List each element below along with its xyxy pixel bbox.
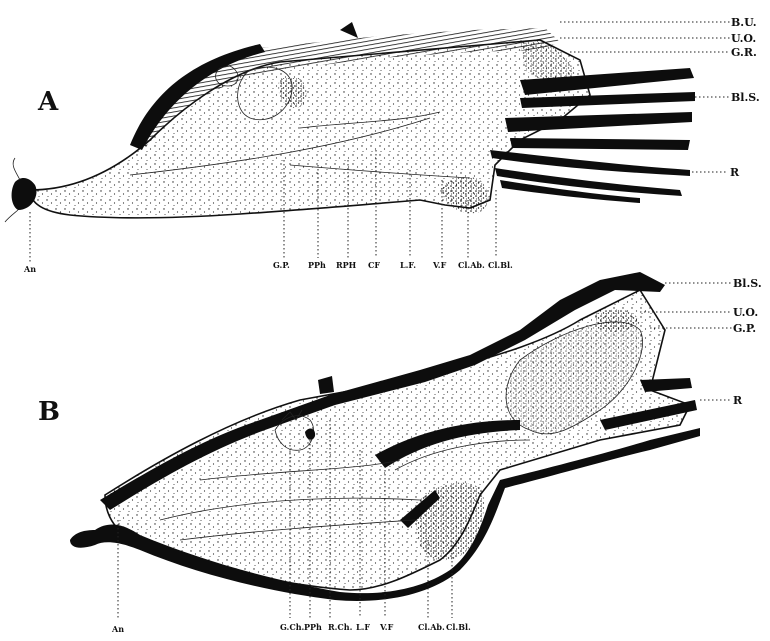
label-b-clab: Cl.Ab. bbox=[418, 622, 445, 632]
label-lf: L.F. bbox=[400, 260, 416, 270]
figure-a-body bbox=[30, 40, 590, 218]
label-pph: PPh bbox=[308, 260, 326, 270]
label-vf: V.F bbox=[432, 260, 447, 270]
label-cf: CF bbox=[368, 260, 380, 270]
figure-a-letter: A bbox=[37, 87, 59, 117]
label-gp: G.P. bbox=[273, 260, 290, 270]
label-b-gp: G.P. bbox=[733, 322, 756, 335]
label-rph: RPH bbox=[336, 260, 357, 270]
label-b-gch: G.Ch. bbox=[280, 622, 305, 632]
label-bu: B.U. bbox=[731, 16, 757, 29]
label-b-an: An bbox=[111, 624, 124, 634]
label-b-clbl: Cl.Bl. bbox=[446, 622, 471, 632]
label-gr: G.R. bbox=[731, 46, 757, 59]
label-an: An bbox=[23, 264, 36, 274]
label-clbl: Cl.Bl. bbox=[488, 260, 513, 270]
label-b-vf: V.F bbox=[379, 622, 394, 632]
label-b-pph: PPh bbox=[304, 622, 322, 632]
label-b-lf: L.F bbox=[356, 622, 370, 632]
label-bls: Bl.S. bbox=[731, 91, 760, 104]
label-clab: Cl.Ab. bbox=[458, 260, 485, 270]
label-b-uo: U.O. bbox=[733, 306, 758, 319]
figure-b bbox=[70, 272, 700, 601]
label-uo: U.O. bbox=[731, 32, 756, 45]
label-r: R bbox=[730, 166, 740, 179]
label-b-r: R bbox=[733, 394, 743, 407]
figure-b-letter: B bbox=[38, 397, 60, 427]
label-b-bls: Bl.S. bbox=[733, 277, 762, 290]
label-b-rch: R.Ch. bbox=[328, 622, 353, 632]
